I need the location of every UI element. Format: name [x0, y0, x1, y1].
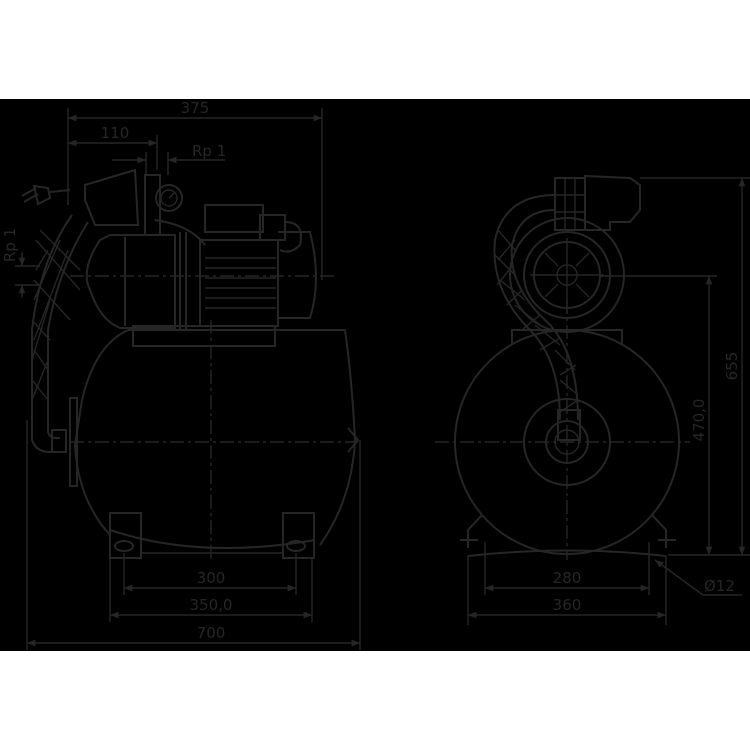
suction-hose-front [493, 194, 561, 421]
front-view [435, 174, 690, 560]
dim-280: 280 [553, 569, 582, 587]
pressure-gauge [155, 184, 183, 212]
dim-470: 470,0 [690, 399, 708, 442]
dim-hole-diameter: Ø12 [704, 577, 735, 595]
right-foot [282, 512, 315, 559]
dim-350: 350,0 [190, 596, 233, 614]
pressure-switch-front [584, 174, 641, 231]
dim-110: 110 [101, 124, 130, 142]
dim-700: 700 [197, 624, 226, 642]
left-foot [109, 512, 142, 559]
side-view [21, 168, 360, 560]
pressure-switch [84, 168, 140, 226]
motor [199, 239, 279, 327]
dim-655: 655 [723, 352, 741, 381]
dim-rp1-discharge: Rp 1 [192, 142, 226, 160]
suction-hose [31, 214, 73, 420]
dim-360: 360 [553, 596, 582, 614]
dim-rp1-suction: Rp 1 [1, 228, 19, 262]
power-plug [21, 184, 71, 206]
pump-housing [85, 234, 176, 329]
pump-volute [509, 217, 625, 333]
tank-outline [73, 329, 357, 546]
front-dimensions: 655 470,0 280 360 Ø12 [467, 177, 750, 625]
dim-300: 300 [197, 569, 226, 587]
dim-375: 375 [181, 99, 210, 117]
side-dimensions: 375 110 Rp 1 Rp 1 300 350,0 700 [1, 99, 361, 650]
terminal-box [204, 204, 264, 233]
